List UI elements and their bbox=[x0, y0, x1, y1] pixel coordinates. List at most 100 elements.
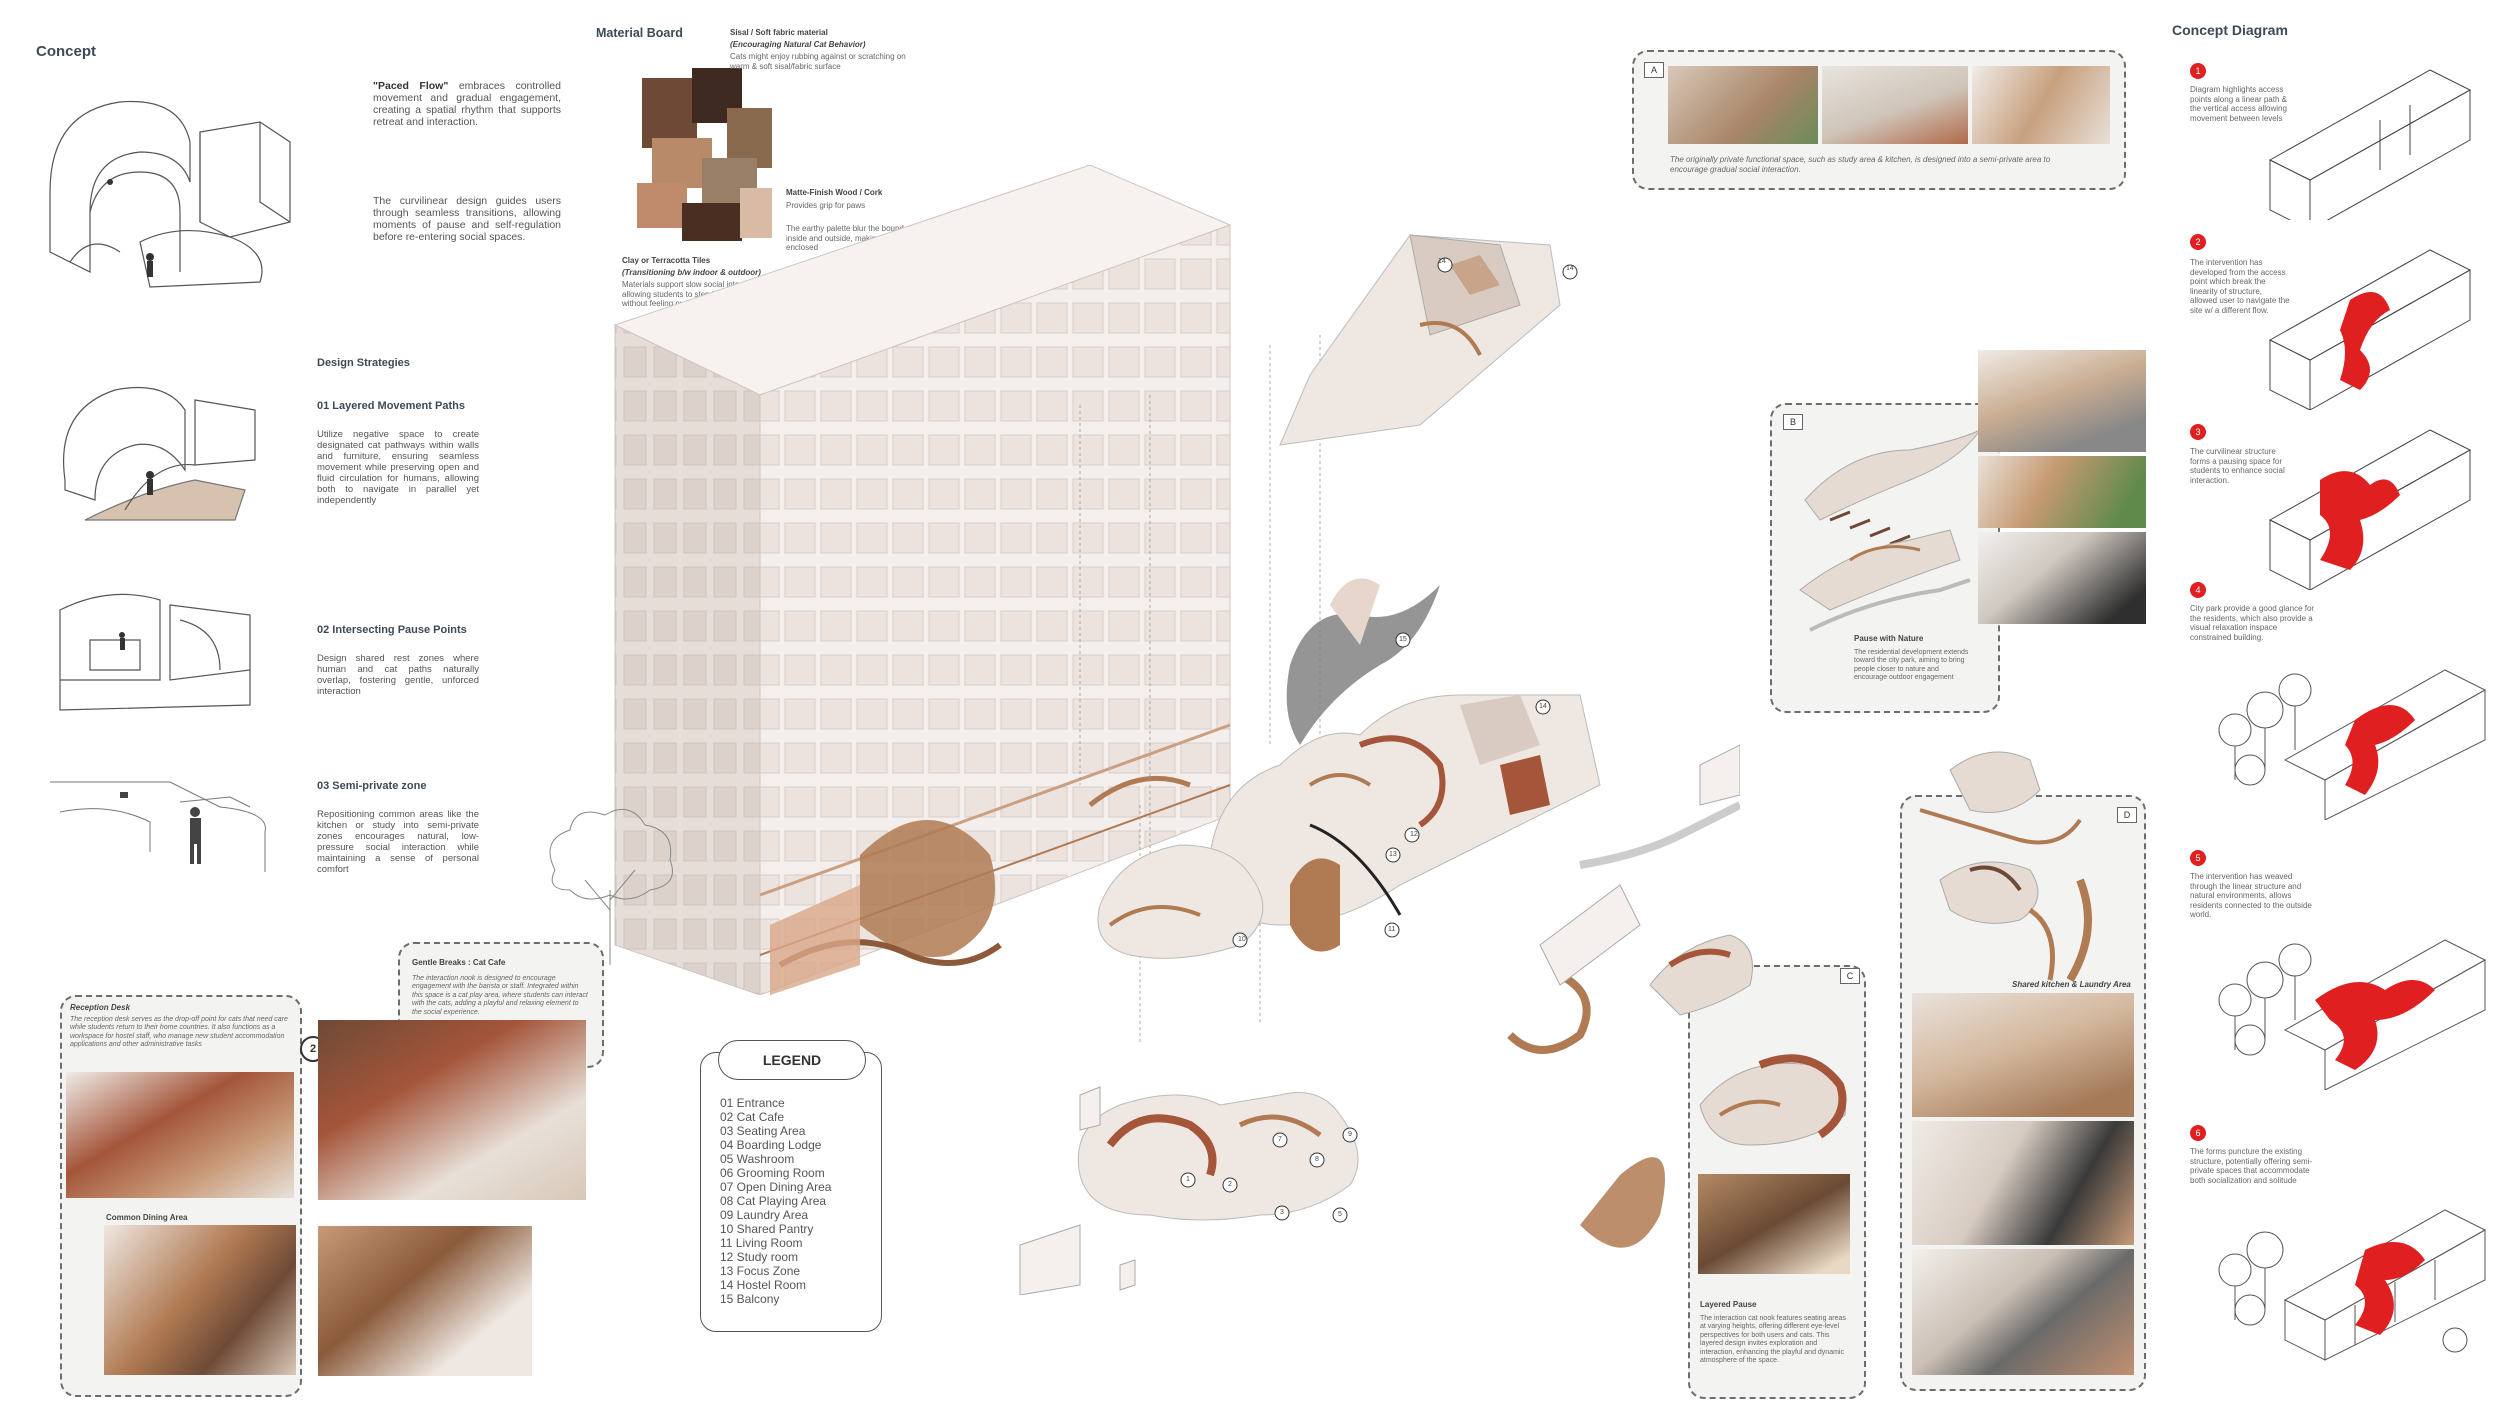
legend-box bbox=[700, 1052, 882, 1332]
panel-b-photo-3 bbox=[1978, 532, 2146, 624]
callout-5: 5 bbox=[1338, 1211, 1342, 1218]
material-2-desc: Provides grip for paws bbox=[786, 201, 866, 210]
material-4-name: Clay or Terracotta Tiles bbox=[622, 256, 711, 265]
panel-a-photo-3 bbox=[1972, 66, 2110, 144]
legend-item: 13 Focus Zone bbox=[720, 1264, 801, 1278]
step-4-number: 4 bbox=[2190, 582, 2206, 598]
legend-item: 02 Cat Cafe bbox=[720, 1110, 785, 1124]
exploded-floor-plans bbox=[1019, 234, 1740, 1295]
panel-d-letter: D bbox=[2117, 807, 2137, 823]
legend-item: 03 Seating Area bbox=[720, 1124, 806, 1138]
callout-9: 9 bbox=[1348, 1131, 1352, 1138]
callout-14b: 14 bbox=[1566, 265, 1574, 272]
paced-flow-text: embraces controlled movement and gradual… bbox=[373, 80, 561, 129]
strategy-01-sketch bbox=[63, 387, 256, 521]
material-4-desc: Materials support slow social integratio… bbox=[622, 280, 780, 309]
strategy-03-sketch bbox=[50, 781, 266, 872]
building-axonometric bbox=[613, 165, 1232, 995]
legend-item: 07 Open Dining Area bbox=[720, 1180, 832, 1194]
step-5-text: The intervention has weaved through the … bbox=[2190, 872, 2312, 920]
callout-12: 12 bbox=[1410, 831, 1418, 838]
panel-b-axonometric bbox=[1799, 428, 1982, 632]
curvilinear-text: The curvilinear design guides users thro… bbox=[373, 195, 561, 244]
panel-a-caption: The originally private functional space,… bbox=[1670, 155, 2051, 174]
callout-3: 3 bbox=[1280, 1209, 1284, 1216]
panel-b-photo-2 bbox=[1978, 456, 2146, 528]
strategy-01-title: 01 Layered Movement Paths bbox=[317, 400, 465, 412]
legend-item: 12 Study room bbox=[720, 1250, 799, 1264]
legend-item: 10 Shared Pantry bbox=[720, 1222, 814, 1236]
cat-cafe-desc: The interaction nook is designed to enco… bbox=[412, 975, 588, 1016]
step-4-text: City park provide a good glance for the … bbox=[2190, 604, 2315, 642]
panel-b-photo-1 bbox=[1978, 350, 2146, 452]
paced-flow-heading: "Paced Flow" bbox=[373, 80, 449, 92]
concept-title: Concept bbox=[36, 43, 96, 60]
callout-7: 7 bbox=[1278, 1136, 1282, 1143]
tree-sketch bbox=[549, 808, 673, 965]
callout-1: 1 bbox=[1186, 1176, 1190, 1183]
callout-10: 10 bbox=[1238, 936, 1246, 943]
panel-c-axonometric bbox=[1649, 934, 1847, 1146]
legend-item: 14 Hostel Room bbox=[720, 1278, 807, 1292]
legend-item: 11 Living Room bbox=[720, 1236, 803, 1250]
reception-photo bbox=[66, 1072, 294, 1198]
material-2-name: Matte-Finish Wood / Cork bbox=[786, 188, 883, 197]
step-4-diagram bbox=[2218, 669, 2487, 820]
cat-cafe-photo bbox=[318, 1020, 586, 1200]
concept-diagram-title: Concept Diagram bbox=[2172, 22, 2288, 38]
material-1-subtitle: (Encouraging Natural Cat Behavior) bbox=[730, 40, 866, 49]
panel-d-photo-3 bbox=[1912, 1249, 2134, 1375]
strategy-02-desc: Design shared rest zones where human and… bbox=[317, 653, 479, 697]
legend-item: 01 Entrance bbox=[720, 1096, 785, 1110]
dining-photo bbox=[104, 1225, 296, 1375]
strategy-01-desc: Utilize negative space to create designa… bbox=[317, 429, 479, 506]
panel-a-photo-2 bbox=[1822, 66, 1968, 144]
step-2-number: 2 bbox=[2190, 234, 2206, 250]
cat-cafe-title: Gentle Breaks : Cat Cafe bbox=[412, 958, 506, 967]
panel-d-title: Shared kitchen & Laundry Area bbox=[2012, 980, 2131, 989]
reception-title: Reception Desk bbox=[70, 1003, 131, 1012]
legend-item: 06 Grooming Room bbox=[720, 1166, 825, 1180]
step-1-text: Diagram highlights access points along a… bbox=[2190, 85, 2287, 123]
step-3-text: The curvilinear structure forms a pausin… bbox=[2190, 447, 2285, 485]
material-4-subtitle: (Transitioning b/w indoor & outdoor) bbox=[622, 268, 761, 277]
callout-13: 13 bbox=[1389, 851, 1397, 858]
legend-item: 05 Washroom bbox=[720, 1152, 795, 1166]
panel-d-axonometric bbox=[1919, 751, 2092, 983]
panel-b-letter: B bbox=[1783, 414, 1803, 430]
panel-b-title: Pause with Nature bbox=[1854, 634, 1924, 643]
step-1-diagram bbox=[2268, 69, 2472, 220]
strategy-02-sketch bbox=[59, 593, 251, 711]
material-1-desc: Cats might enjoy rubbing against or scra… bbox=[730, 52, 906, 71]
panel-d-photo-1 bbox=[1912, 993, 2134, 1117]
legend-item: 08 Cat Playing Area bbox=[720, 1194, 827, 1208]
material-board-title: Material Board bbox=[596, 26, 683, 40]
step-6-number: 6 bbox=[2190, 1125, 2206, 1141]
step-6-diagram bbox=[2218, 1209, 2487, 1361]
callout-14: 14 bbox=[1438, 258, 1446, 265]
step-5-diagram bbox=[2218, 939, 2487, 1090]
callout-2: 2 bbox=[1228, 1181, 1232, 1188]
legend-item: 09 Laundry Area bbox=[720, 1208, 809, 1222]
callout-11: 11 bbox=[1388, 926, 1396, 933]
step-3-number: 3 bbox=[2190, 424, 2206, 440]
callout-14c: 14 bbox=[1539, 703, 1547, 710]
legend-list: 01 Entrance 02 Cat Cafe 03 Seating Area … bbox=[720, 1096, 831, 1306]
strategy-02-title: 02 Intersecting Pause Points bbox=[317, 624, 467, 636]
legend-title: LEGEND bbox=[718, 1040, 866, 1080]
step-6-text: The forms puncture the existing structur… bbox=[2190, 1147, 2313, 1185]
step-1-number: 1 bbox=[2190, 63, 2206, 79]
dining-title: Common Dining Area bbox=[106, 1213, 188, 1222]
concept-axonometric-sketch bbox=[49, 100, 291, 288]
panel-a-letter: A bbox=[1644, 62, 1664, 78]
panel-c-desc: The interaction cat nook features seatin… bbox=[1700, 1315, 1846, 1364]
callout-15: 15 bbox=[1399, 636, 1407, 643]
strategy-03-title: 03 Semi-private zone bbox=[317, 780, 427, 792]
material-swatches bbox=[632, 68, 782, 248]
material-3-desc: The earthy palette blur the boundary bet… bbox=[786, 224, 948, 253]
panel-a-photo-1 bbox=[1668, 66, 1818, 144]
panel-d-photo-2 bbox=[1912, 1121, 2134, 1245]
step-2-text: The intervention has developed from the … bbox=[2190, 258, 2290, 315]
panel-c-photo bbox=[1698, 1174, 1850, 1274]
panel-c-title: Layered Pause bbox=[1700, 1300, 1757, 1309]
